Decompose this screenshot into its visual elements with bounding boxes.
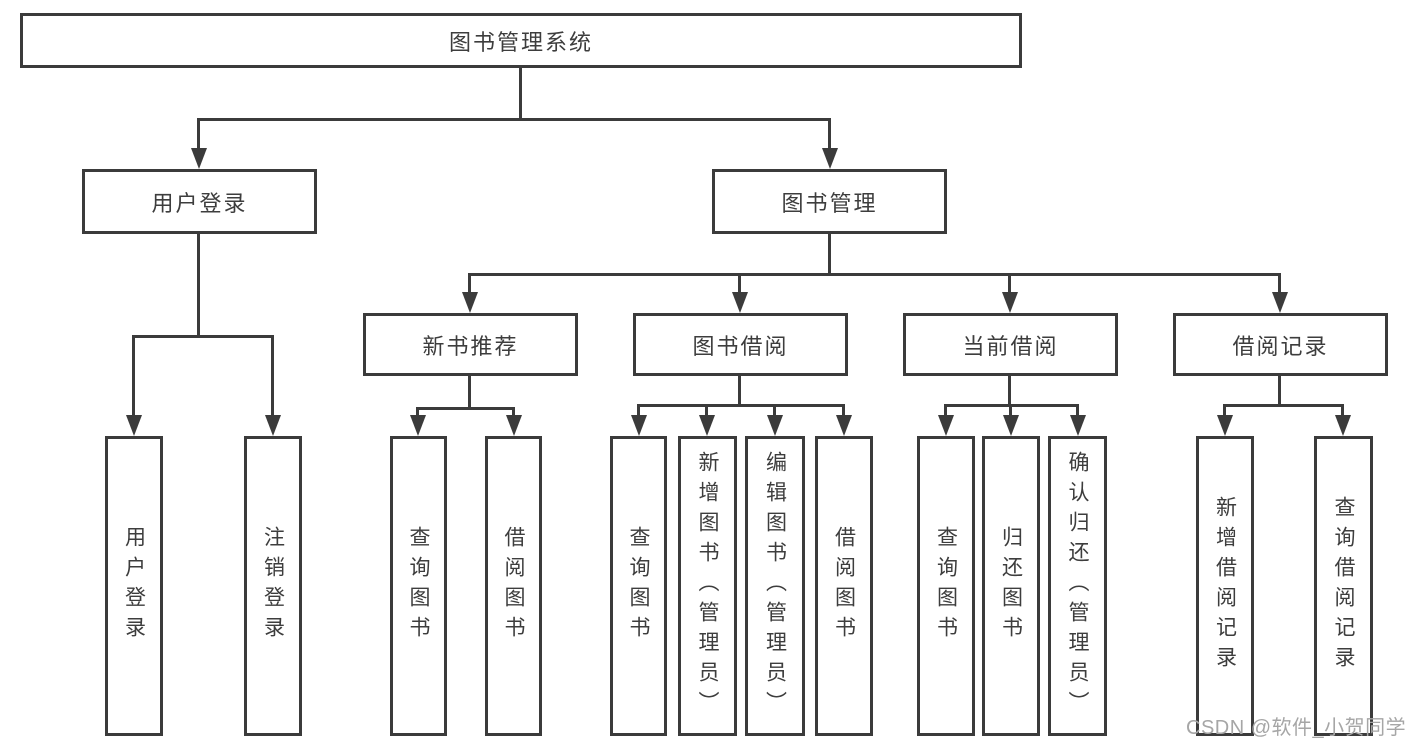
arrowhead-borrow-records	[1272, 292, 1288, 313]
arrowhead-leaf-query-books-borrow	[631, 415, 647, 436]
arrowhead-leaf-edit-books	[767, 415, 783, 436]
connector-leaf-bb4-drop	[842, 404, 845, 420]
arrowhead-leaf-borrow-books	[836, 415, 852, 436]
connector-leaf-nb2-drop	[512, 407, 515, 420]
leaf-add-borrow-record-label: 新增借阅记录	[1213, 496, 1237, 676]
node-user-login: 用户登录	[82, 169, 317, 234]
node-user-login-label: 用户登录	[151, 190, 248, 216]
connector-book-borrow-branch	[637, 404, 845, 407]
connector-leaf-bb1-drop	[637, 404, 640, 420]
leaf-edit-books-admin-label: 编辑图书（管理员）	[763, 451, 787, 721]
arrowhead-leaf-user-login	[126, 415, 142, 436]
leaf-add-borrow-record: 新增借阅记录	[1196, 436, 1254, 736]
arrowhead-new-book-recommend	[462, 292, 478, 313]
arrowhead-leaf-logout	[265, 415, 281, 436]
leaf-return-books-label: 归还图书	[999, 526, 1023, 646]
connector-borrow-records-drop	[1278, 273, 1281, 297]
connector-leaf-bb2-drop	[705, 404, 708, 420]
node-new-book-recommend: 新书推荐	[363, 313, 578, 376]
connector-leaf-br1-drop	[1223, 404, 1226, 420]
connector-book-management-stem	[828, 234, 831, 276]
connector-new-book-stem	[468, 376, 471, 410]
arrowhead-leaf-confirm-return	[1070, 415, 1086, 436]
arrowhead-book-management	[822, 148, 838, 169]
connector-leaf-cb3-drop	[1076, 404, 1079, 420]
arrowhead-user-login	[191, 148, 207, 169]
connector-user-login-drop	[197, 118, 200, 154]
leaf-confirm-return-admin: 确认归还（管理员）	[1048, 436, 1107, 736]
leaf-logout: 注销登录	[244, 436, 302, 736]
arrowhead-leaf-add-borrow-record	[1217, 415, 1233, 436]
connector-borrow-records-branch	[1223, 404, 1344, 407]
leaf-query-books-recommend: 查询图书	[390, 436, 447, 736]
leaf-borrow-books-recommend: 借阅图书	[485, 436, 542, 736]
leaf-borrow-books-recommend-label: 借阅图书	[502, 526, 525, 646]
node-current-borrow: 当前借阅	[903, 313, 1118, 376]
arrowhead-leaf-query-borrow-record	[1335, 415, 1351, 436]
node-current-borrow-label: 当前借阅	[962, 333, 1059, 359]
leaf-return-books: 归还图书	[982, 436, 1040, 736]
node-borrow-records: 借阅记录	[1173, 313, 1388, 376]
arrowhead-leaf-borrow-books-recommend	[506, 415, 522, 436]
connector-leaf-logout-drop	[271, 335, 274, 420]
node-book-management: 图书管理	[712, 169, 947, 234]
leaf-add-books-admin-label: 新增图书（管理员）	[696, 451, 719, 721]
connector-leaf-user-login-drop	[132, 335, 135, 420]
leaf-borrow-books-label: 借阅图书	[832, 526, 856, 646]
leaf-query-borrow-record-label: 查询借阅记录	[1332, 496, 1355, 676]
node-root: 图书管理系统	[20, 13, 1022, 68]
arrowhead-current-borrow	[1002, 292, 1018, 313]
connector-user-login-stem	[197, 234, 200, 338]
connector-new-book-drop	[468, 273, 471, 297]
arrowhead-leaf-query-books-current	[938, 415, 954, 436]
connector-book-management-drop	[828, 118, 831, 154]
leaf-logout-label: 注销登录	[261, 526, 285, 646]
connector-leaf-cb1-drop	[944, 404, 947, 420]
leaf-query-books-current: 查询图书	[917, 436, 975, 736]
node-root-label: 图书管理系统	[448, 29, 593, 55]
arrowhead-book-borrow	[732, 292, 748, 313]
connector-book-borrow-drop	[738, 273, 741, 297]
connector-current-borrow-stem	[1008, 376, 1011, 407]
leaf-edit-books-admin: 编辑图书（管理员）	[745, 436, 805, 736]
node-borrow-records-label: 借阅记录	[1232, 333, 1329, 359]
connector-leaf-nb1-drop	[416, 407, 419, 420]
leaf-query-books-current-label: 查询图书	[934, 526, 958, 646]
connector-leaf-cb2-drop	[1009, 404, 1012, 420]
watermark: CSDN @软件_小贺同学	[1186, 717, 1405, 739]
connector-level3-branch	[468, 273, 1281, 276]
connector-level2-branch	[197, 118, 831, 121]
leaf-user-login: 用户登录	[105, 436, 163, 736]
connector-book-borrow-stem	[738, 376, 741, 407]
leaf-query-borrow-record: 查询借阅记录	[1314, 436, 1373, 736]
leaf-user-login-label: 用户登录	[122, 526, 146, 646]
connector-new-book-branch	[416, 407, 515, 410]
arrowhead-leaf-add-books	[699, 415, 715, 436]
arrowhead-leaf-return-books	[1003, 415, 1019, 436]
leaf-query-books-borrow: 查询图书	[610, 436, 667, 736]
node-new-book-recommend-label: 新书推荐	[422, 333, 519, 359]
connector-user-login-branch	[132, 335, 274, 338]
connector-current-borrow-drop	[1008, 273, 1011, 297]
leaf-query-books-borrow-label: 查询图书	[627, 526, 650, 646]
leaf-confirm-return-admin-label: 确认归还（管理员）	[1066, 451, 1089, 721]
node-book-management-label: 图书管理	[781, 190, 878, 216]
node-book-borrow-label: 图书借阅	[692, 333, 789, 359]
leaf-query-books-recommend-label: 查询图书	[407, 526, 430, 646]
connector-leaf-bb3-drop	[773, 404, 776, 420]
arrowhead-leaf-query-books-recommend	[410, 415, 426, 436]
connector-leaf-br2-drop	[1341, 404, 1344, 420]
leaf-add-books-admin: 新增图书（管理员）	[678, 436, 737, 736]
node-book-borrow: 图书借阅	[633, 313, 848, 376]
connector-root-stem	[519, 68, 522, 120]
leaf-borrow-books: 借阅图书	[815, 436, 873, 736]
connector-borrow-records-stem	[1278, 376, 1281, 407]
